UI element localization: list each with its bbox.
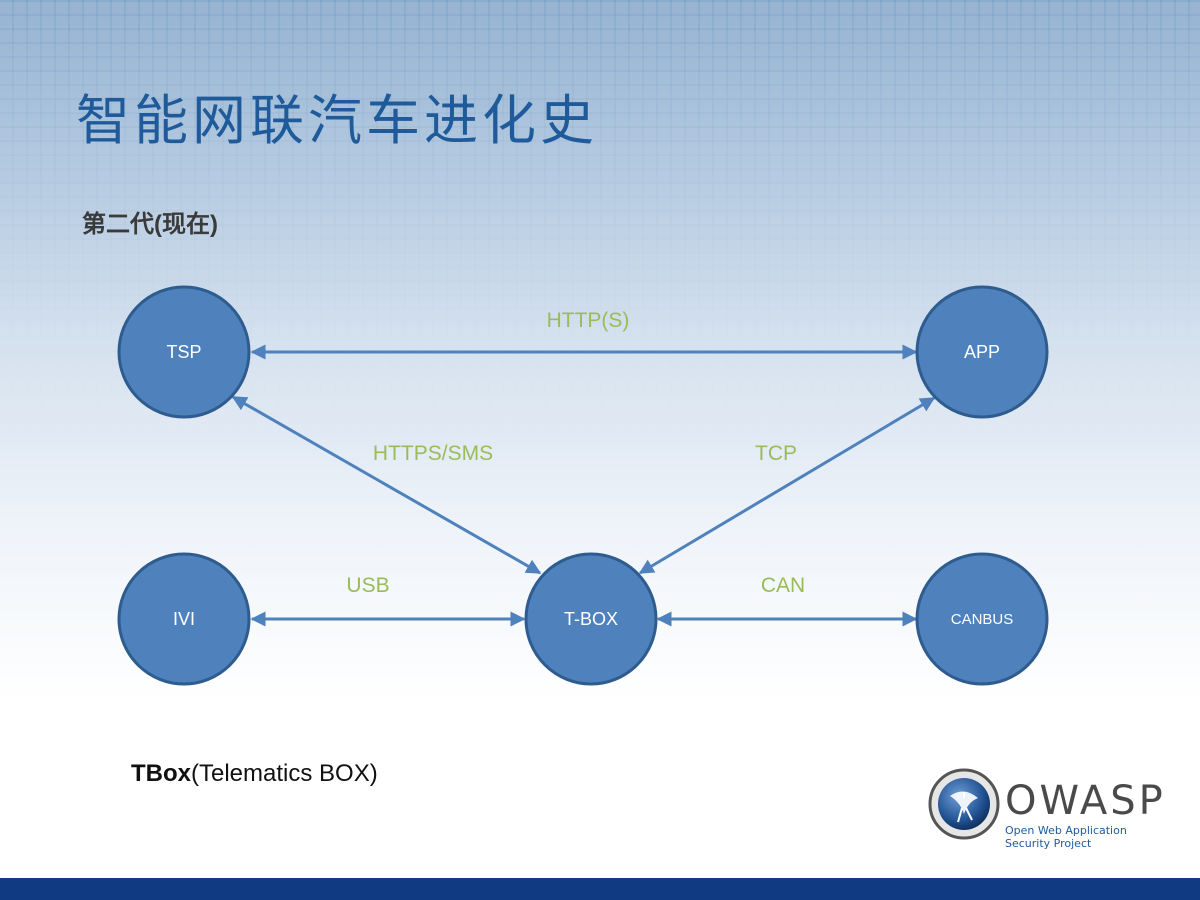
edge-label-tcp: TCP <box>755 442 797 465</box>
footnote-bold: TBox <box>131 760 191 787</box>
edge-label-usb: USB <box>346 574 389 597</box>
node-app-label: APP <box>964 342 1000 362</box>
node-ivi: IVI <box>117 552 251 686</box>
node-canbus-label: CANBUS <box>951 611 1014 628</box>
owasp-logo: OWASP Open Web Application Security Proj… <box>928 766 1168 856</box>
slide-subtitle: 第二代(现在) <box>82 211 218 238</box>
node-tsp: TSP <box>117 285 251 419</box>
owasp-tagline-line1: Open Web Application <box>1005 824 1127 837</box>
node-app: APP <box>915 285 1049 419</box>
node-tbox-label: T-BOX <box>564 609 618 629</box>
edge-label-http: HTTP(S) <box>547 309 630 332</box>
world-map-background <box>0 0 1200 520</box>
node-tsp-label: TSP <box>166 342 201 362</box>
node-tbox: T-BOX <box>524 552 658 686</box>
edge-tsp-tbox <box>231 395 542 575</box>
slide-title: 智能网联汽车进化史 <box>76 89 598 152</box>
node-canbus: CANBUS <box>915 552 1049 686</box>
owasp-wordmark: OWASP <box>1005 778 1166 824</box>
edge-label-https-sms: HTTPS/SMS <box>373 442 493 465</box>
owasp-tagline: Open Web Application Security Project <box>1005 824 1127 850</box>
node-ivi-label: IVI <box>173 609 195 629</box>
tbox-footnote: TBox(Telematics BOX) <box>131 760 378 788</box>
edge-app-tbox <box>638 396 936 575</box>
bottom-bar <box>0 878 1200 900</box>
edge-label-can: CAN <box>761 574 805 597</box>
footnote-rest: (Telematics BOX) <box>191 760 378 787</box>
owasp-wasp-icon <box>928 768 1000 840</box>
owasp-tagline-line2: Security Project <box>1005 837 1092 850</box>
